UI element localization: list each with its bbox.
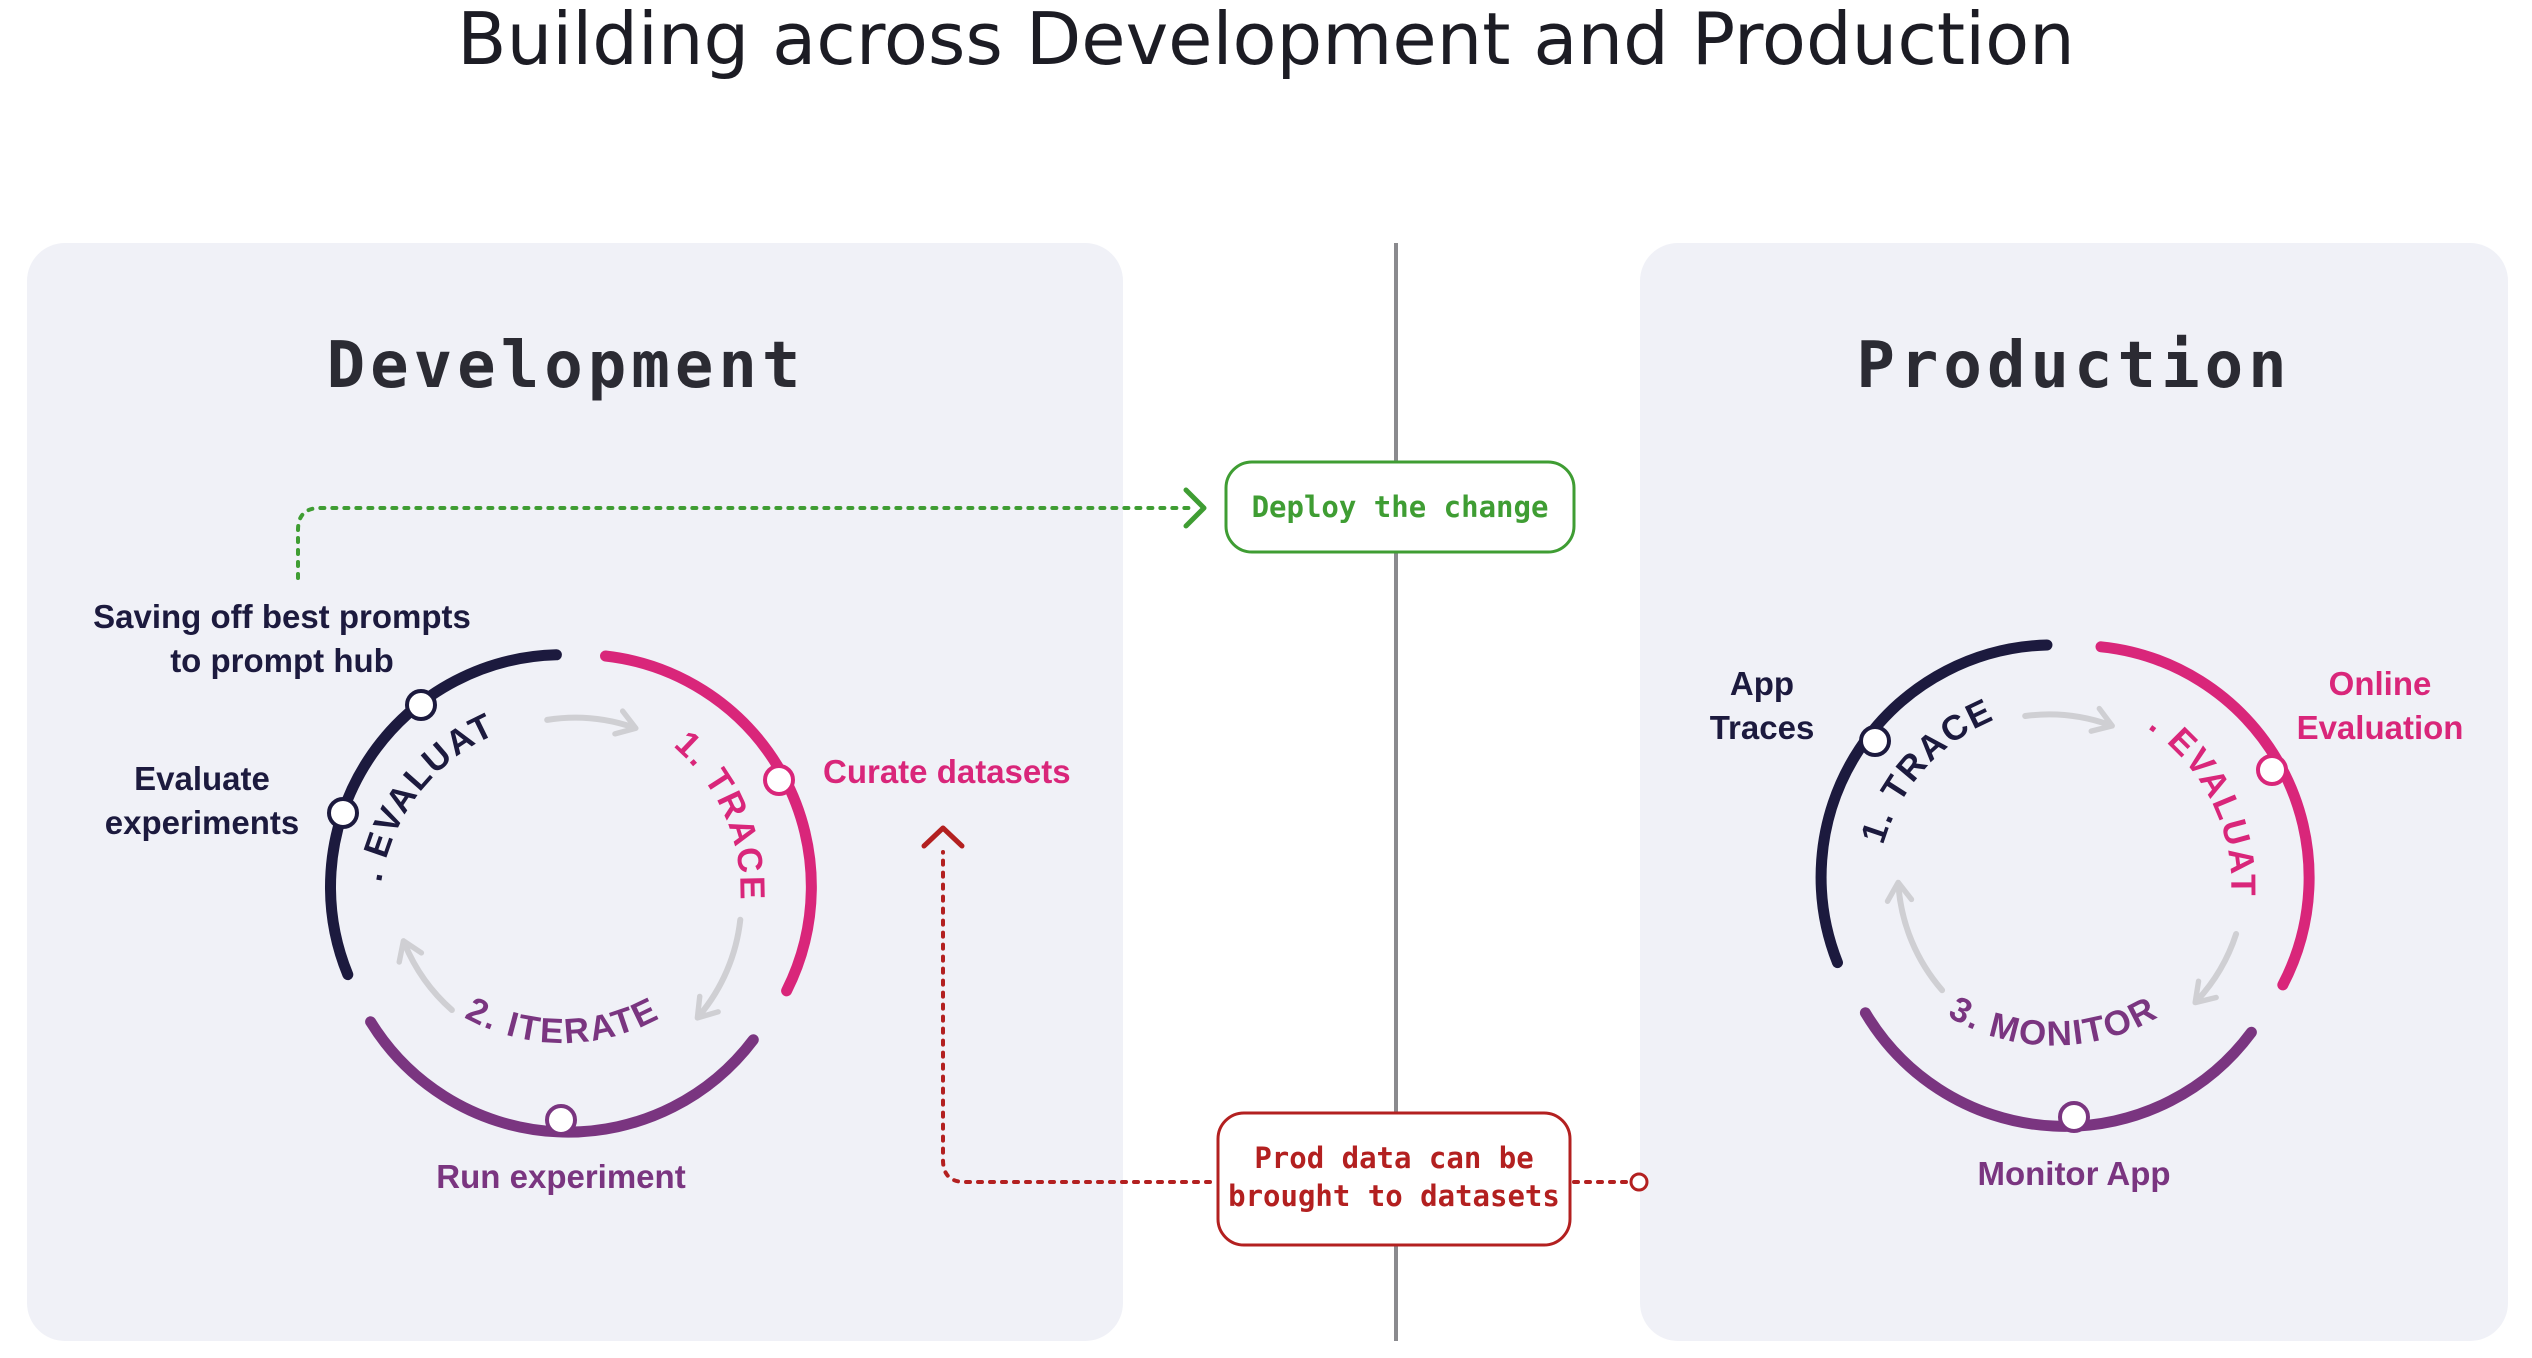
prod-data-label-line1: Prod data can be [1254, 1141, 1533, 1175]
prod-data-connector-line [941, 850, 1212, 1184]
dev-evaluate-arc [325, 649, 562, 981]
dev-node-curate [763, 764, 795, 796]
development-heading: Development [327, 329, 806, 403]
prod-label-online-line2: Evaluation [2297, 709, 2464, 746]
prod-label-monitor: Monitor App [1977, 1155, 2170, 1192]
prod-data-box [1216, 1111, 1572, 1247]
prod-data-label-line2: brought to datasets [1228, 1179, 1560, 1213]
deploy-label: Deploy the change [1252, 490, 1549, 524]
prod-monitor-arc [1859, 1007, 2257, 1132]
prod-label-app-line2: Traces [1710, 709, 1815, 746]
dev-label-evaluate-line1: Evaluate [134, 760, 270, 797]
prod-node-online-eval [2256, 754, 2288, 786]
dev-node-run [545, 1104, 577, 1136]
prod-inner-arrow-top [2022, 705, 2115, 734]
dev-label-evaluate-line2: experiments [105, 804, 299, 841]
prod-data-origin-dot [1629, 1172, 1649, 1192]
prod-inner-arrow-right [2192, 931, 2240, 1006]
dev-inner-arrow-left [396, 938, 455, 1013]
prod-data-arrow-head [921, 825, 965, 849]
prod-label-online-line1: Online [2329, 665, 2432, 702]
dev-label-saving-line1: Saving off best prompts [93, 598, 471, 635]
deploy-arrow-head [1183, 487, 1207, 529]
dev-node-saving [405, 689, 437, 721]
prod-node-app-traces [1859, 725, 1891, 757]
dev-label-saving-line2: to prompt hub [170, 642, 394, 679]
prod-node-monitor [2058, 1101, 2090, 1133]
prod-label-app-line1: App [1730, 665, 1794, 702]
dev-node-evaluate [327, 797, 359, 829]
page-title: Building across Development and Producti… [457, 0, 2075, 81]
dev-label-run: Run experiment [436, 1158, 685, 1195]
deploy-connector-line [296, 506, 1198, 580]
deploy-box [1224, 460, 1576, 554]
dev-inner-arrow-right [694, 916, 744, 1021]
dev-inner-arrow-top [544, 708, 639, 737]
dev-label-curate: Curate datasets [823, 753, 1071, 790]
prod-inner-arrow-left [1884, 879, 1946, 994]
production-heading: Production [1856, 329, 2291, 403]
prod-trace-arc [1815, 639, 2053, 969]
production-panel [1640, 243, 2508, 1341]
